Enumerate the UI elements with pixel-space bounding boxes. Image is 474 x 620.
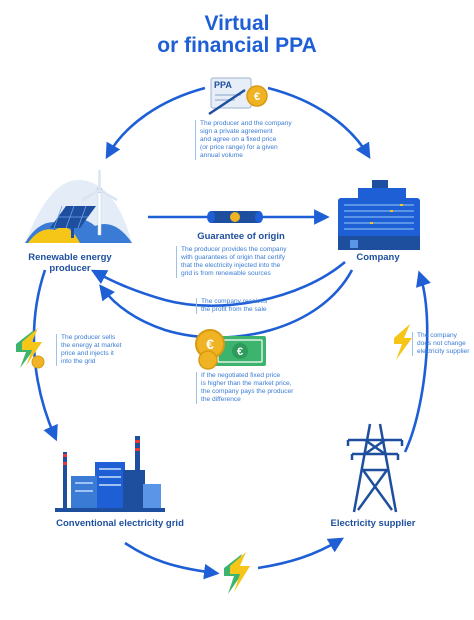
- renewable-producer-icon: [25, 170, 132, 243]
- ppa-badge: PPA: [214, 80, 232, 90]
- svg-text:€: €: [254, 91, 260, 103]
- arrow-company-to-producer-lower: [99, 269, 354, 339]
- title-line-2: or financial PPA: [157, 34, 317, 57]
- arrow-bolt-to-supplier: [257, 537, 345, 570]
- title-line-1: Virtual: [204, 12, 270, 35]
- power-plant-icon: [55, 436, 165, 512]
- electricity-bolt-icon: [394, 324, 412, 360]
- arrow-supplier-to-company: [403, 270, 431, 453]
- svg-text:€: €: [206, 336, 214, 352]
- certificate-scroll-icon: [207, 211, 263, 223]
- contract-document-icon: €: [208, 77, 268, 116]
- guarantee-label: Guarantee of origin: [197, 231, 285, 242]
- company-label: Company: [356, 252, 400, 263]
- money-coins-icon: € €: [195, 329, 266, 370]
- electricity-bolt-icon: [224, 552, 250, 594]
- arrow-company-to-producer-upper: [90, 261, 346, 308]
- producer-label: Renewable energy producer: [28, 252, 112, 274]
- arrow-ppa-to-producer: [105, 86, 206, 160]
- transmission-tower-icon: [346, 423, 404, 513]
- grid-label: Conventional electricity grid: [56, 518, 184, 529]
- arrow-grid-to-bolt: [124, 541, 220, 580]
- company-building-icon: [338, 180, 420, 250]
- svg-text:€: €: [237, 346, 243, 358]
- arrow-ppa-to-company: [267, 86, 371, 160]
- electricity-bolt-icon: [16, 328, 45, 369]
- supplier-label: Electricity supplier: [330, 518, 416, 529]
